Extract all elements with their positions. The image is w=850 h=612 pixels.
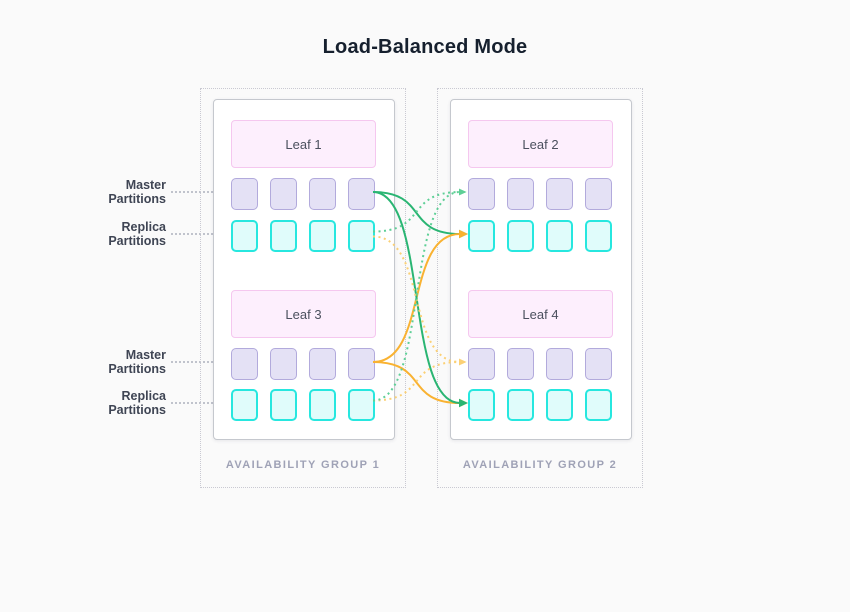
diagram-title: Load-Balanced Mode [322,36,528,58]
leaf-3-replica-partitions-row [231,389,375,421]
master-partition [309,348,336,380]
leaf-4-master-partitions-row [468,348,612,380]
label-replica-partitions-top: Replica Partitions [108,220,166,248]
master-partition [546,348,573,380]
replica-partition [270,220,297,252]
master-partition [348,348,375,380]
availability-group-2: Leaf 2 Leaf 4 AVAILABILITY GROUP 2 [437,88,643,488]
leaf-host-1: Leaf 1 Leaf 3 [213,99,395,440]
replica-partition [270,389,297,421]
master-partition [585,178,612,210]
leaf-1-master-partitions-row [231,178,375,210]
replica-partition [468,389,495,421]
master-partition [231,348,258,380]
label-master-partitions-bottom: Master Partitions [108,348,166,376]
master-partition [468,178,495,210]
leaf-4-replica-partitions-row [468,389,612,421]
replica-partition [507,389,534,421]
replica-partition [546,220,573,252]
label-replica-partitions-bottom: Replica Partitions [108,389,166,417]
replica-partition [309,220,336,252]
replica-partition [507,220,534,252]
master-partition [270,178,297,210]
master-partition [309,178,336,210]
replica-partition [309,389,336,421]
availability-group-2-caption: AVAILABILITY GROUP 2 [462,459,618,471]
master-partition [585,348,612,380]
master-partition [270,348,297,380]
leaf-2-replica-partitions-row [468,220,612,252]
leaf-2-box: Leaf 2 [468,120,613,168]
leaf-3-master-partitions-row [231,348,375,380]
leaf-2-master-partitions-row [468,178,612,210]
replica-partition [585,220,612,252]
availability-group-1: Leaf 1 Leaf 3 AVAILABILITY GROUP 1 [200,88,406,488]
replica-partition [546,389,573,421]
availability-group-1-caption: AVAILABILITY GROUP 1 [225,459,381,471]
leaf-3-box: Leaf 3 [231,290,376,338]
replica-partition [348,389,375,421]
replica-partition [231,389,258,421]
master-partition [507,348,534,380]
leaf-host-2: Leaf 2 Leaf 4 [450,99,632,440]
master-partition [468,348,495,380]
replica-partition [585,389,612,421]
master-partition [546,178,573,210]
master-partition [231,178,258,210]
label-master-partitions-top: Master Partitions [108,178,166,206]
master-partition [507,178,534,210]
leaf-4-box: Leaf 4 [468,290,613,338]
leaf-1-box: Leaf 1 [231,120,376,168]
replica-partition [231,220,258,252]
master-partition [348,178,375,210]
replica-partition [348,220,375,252]
replica-partition [468,220,495,252]
leaf-1-replica-partitions-row [231,220,375,252]
